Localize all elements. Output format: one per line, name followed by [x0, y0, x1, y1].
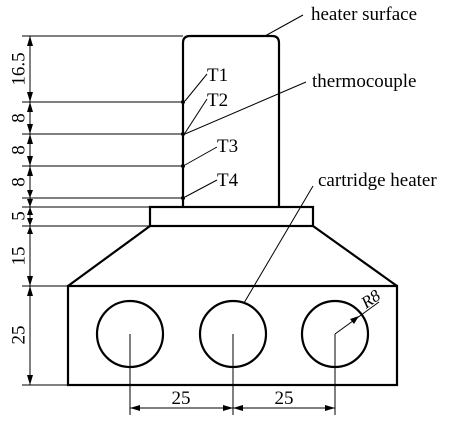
- arrow: [27, 218, 33, 226]
- leader-t1: [184, 73, 208, 102]
- arrow: [223, 405, 233, 411]
- dimension-value: 25: [8, 326, 29, 345]
- arrow: [27, 276, 33, 286]
- arrow: [27, 36, 33, 46]
- arrow: [27, 190, 33, 198]
- label-t4: T4: [217, 170, 239, 191]
- label-t1: T1: [207, 65, 228, 86]
- spacing-left-value: 25: [172, 388, 191, 409]
- arrow: [27, 166, 33, 176]
- dimension-value: 8: [8, 145, 29, 155]
- arrow: [325, 405, 335, 411]
- radius-callout: R8: [334, 286, 385, 335]
- label-t3: T3: [217, 136, 238, 157]
- column-outline: [181, 34, 281, 207]
- arrow: [27, 92, 33, 102]
- arrow: [233, 405, 243, 411]
- thermocouple-labels: T1 T2 T3 T4: [184, 65, 239, 198]
- arrow: [27, 199, 33, 207]
- arrow: [130, 405, 140, 411]
- callouts: heater surface thermocouple cartridge he…: [184, 4, 437, 304]
- dimension-value: 5: [8, 211, 29, 221]
- vertical-dimension-values: 16.5 8 8 8 5 15 25: [8, 52, 29, 344]
- dimension-value: 15: [8, 247, 29, 266]
- arrow: [27, 286, 33, 296]
- leader-cartridge-heater: [243, 185, 314, 304]
- label-t2: T2: [207, 90, 228, 111]
- horizontal-dimension-chain: 25 25: [130, 388, 335, 411]
- radius-value: R8: [357, 286, 385, 313]
- leader-t4: [184, 179, 218, 198]
- label-heater-surface: heater surface: [311, 4, 417, 25]
- label-cartridge-heater: cartridge heater: [318, 170, 437, 191]
- dimension-value: 16.5: [8, 52, 29, 85]
- leader-heater-surface: [264, 14, 304, 37]
- leader-t3: [184, 146, 218, 166]
- trapezoid-neck: [67, 225, 398, 287]
- arrow: [27, 134, 33, 144]
- dimension-value: 8: [8, 177, 29, 187]
- arrow: [27, 207, 33, 215]
- arrow: [27, 102, 33, 112]
- arrow: [27, 375, 33, 385]
- arrow: [27, 156, 33, 166]
- label-thermocouple: thermocouple: [312, 71, 416, 92]
- leader-t2: [184, 98, 208, 134]
- flange-plate: [148, 205, 315, 228]
- spacing-right-value: 25: [275, 388, 294, 409]
- arrow: [350, 316, 359, 324]
- arrow: [27, 124, 33, 134]
- arrow: [27, 226, 33, 234]
- leader-thermocouple: [184, 81, 307, 135]
- dimension-value: 8: [8, 113, 29, 123]
- vertical-dimension-chain: [27, 36, 33, 385]
